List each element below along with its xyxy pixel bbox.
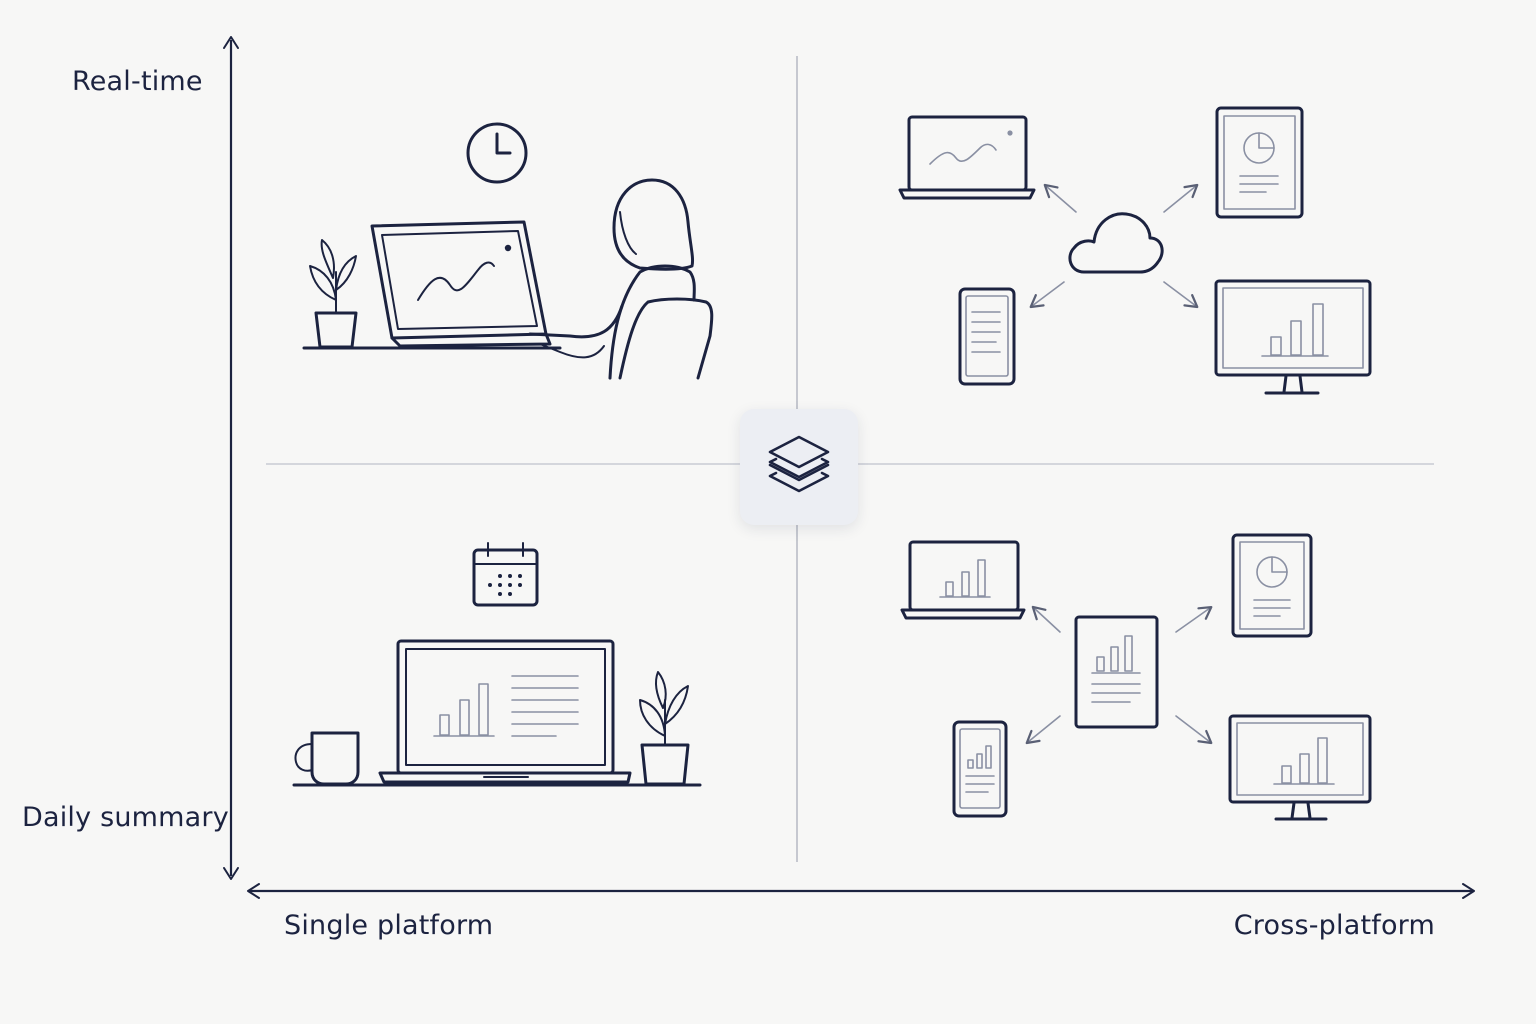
x-axis-left-label: Single platform [284,910,494,941]
quadrant-top-right [898,106,1372,395]
quadrant-top-left [302,122,714,380]
y-axis-top-label: Real-time [72,66,203,97]
layers-icon [768,435,830,493]
clock-icon [466,122,528,184]
mug-icon [294,731,360,786]
report-icon [1074,615,1159,729]
person-icon [528,178,714,380]
plant-icon [309,239,358,349]
monitor-icon [1214,279,1372,395]
x-axis [247,883,1475,899]
y-axis [223,36,239,880]
x-axis-right-label: Cross-platform [1233,910,1435,941]
laptop-icon [378,639,632,784]
phone-icon [952,720,1008,818]
calendar-icon [472,542,539,607]
quadrant-bottom-left [292,542,702,787]
quadrant-bottom-right [900,533,1372,821]
phone-icon [958,287,1016,386]
laptop-icon [370,220,552,348]
tablet-icon [1231,533,1313,638]
monitor-icon [1228,714,1372,821]
y-axis-bottom-label: Daily summary [22,802,229,833]
tablet-icon [1215,106,1304,219]
laptop-icon [900,540,1026,620]
laptop-icon [898,115,1036,200]
cloud-icon [1068,212,1164,274]
center-tile [740,409,858,525]
plant-icon [639,671,690,786]
